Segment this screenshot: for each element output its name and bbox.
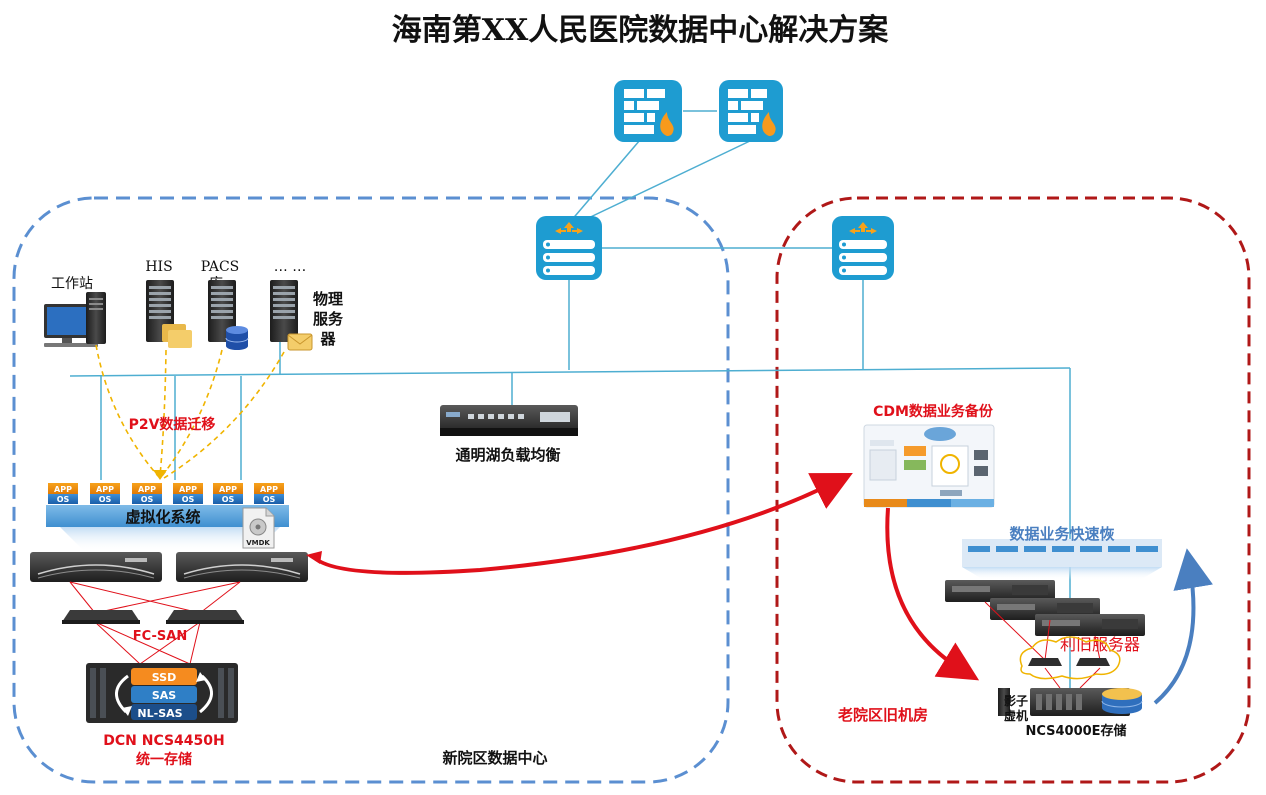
ellipsis-label: … …	[274, 259, 306, 275]
shadow-vm-label: 影子	[1004, 693, 1028, 708]
vm-block: APP OS	[48, 483, 78, 504]
old-dc-links	[984, 601, 1101, 689]
database-icon	[1101, 688, 1143, 714]
svg-text:OS: OS	[222, 495, 235, 504]
p2v-arrowhead	[153, 470, 167, 480]
core-switch-icon	[536, 216, 602, 280]
folder-icon	[162, 324, 192, 348]
svg-text:OS: OS	[182, 495, 195, 504]
load-balancer-device	[440, 405, 578, 436]
tier-ssd: SSD	[152, 671, 176, 684]
fast-restore-bar	[962, 539, 1162, 567]
svg-text:VMDK: VMDK	[246, 539, 270, 547]
shadow-vm-tower	[998, 688, 1010, 716]
firewall-icon	[719, 80, 783, 142]
mail-icon	[287, 333, 313, 351]
svg-text:APP: APP	[96, 485, 114, 494]
load-balancer-label: 通明湖负载均衡	[455, 446, 560, 464]
network-links	[69, 110, 1071, 690]
fc-san-links	[69, 581, 241, 665]
cloud-icon	[1019, 636, 1121, 680]
fc-switch	[62, 610, 140, 624]
tier-sas: SAS	[152, 689, 176, 702]
core-switch-icon	[832, 216, 894, 280]
vm-block: APP OS	[132, 483, 162, 504]
vmdk-file-icon: VMDK	[242, 507, 275, 549]
new-datacenter-label: 新院区数据中心	[442, 749, 547, 767]
svg-text:APP: APP	[138, 485, 156, 494]
physical-server-label-line2: 服务	[313, 310, 344, 328]
ncs4000e-label: NCS4000E存储	[1025, 723, 1126, 739]
pacs-server-icon	[208, 280, 236, 342]
backup-flow-arrow	[310, 473, 853, 575]
small-switch	[1028, 658, 1062, 666]
old-datacenter-label: 老院区旧机房	[837, 706, 928, 724]
vm-block: APP OS	[254, 483, 284, 504]
fast-restore-arrow	[1153, 548, 1213, 705]
his-label: HIS	[145, 259, 172, 275]
pacs-label: PACS	[201, 259, 240, 275]
fc-san-label: FC-SAN	[133, 629, 187, 644]
reused-server	[1035, 614, 1145, 636]
p2v-label: P2V数据迁移	[129, 416, 216, 433]
page-title: 海南第XX人民医院数据中心解决方案	[392, 13, 890, 48]
fast-restore-label: 数据业务快速恢	[1009, 525, 1114, 543]
p2v-migration-arrows	[95, 344, 285, 479]
virtualization-label: 虚拟化系统	[125, 508, 200, 526]
shadow-vm-label-line2: 虚机	[1004, 708, 1028, 723]
firewall-icon	[614, 80, 682, 142]
fast-restore-vm-strip	[968, 546, 1158, 552]
old-datacenter-zone	[775, 196, 1251, 784]
fc-switch	[166, 610, 244, 624]
svg-text:APP: APP	[219, 485, 237, 494]
new-datacenter-zone	[12, 196, 730, 784]
vm-block: APP OS	[90, 483, 120, 504]
workstation-label: 工作站	[51, 276, 93, 292]
fast-restore-beam	[962, 567, 1162, 580]
svg-text:OS: OS	[141, 495, 154, 504]
svg-text:APP: APP	[54, 485, 72, 494]
workstation-icon	[44, 292, 106, 347]
dcn-storage-label-line2: 统一存储	[136, 751, 192, 768]
svg-text:OS: OS	[263, 495, 276, 504]
host-server	[176, 552, 308, 582]
physical-server-label: 物理	[313, 290, 343, 308]
small-switch	[1076, 658, 1110, 666]
physical-server-label-line3: 器	[319, 330, 336, 348]
database-icon	[225, 326, 249, 350]
dcn-storage-label: DCN NCS4450H	[103, 733, 225, 749]
reused-server	[945, 580, 1055, 602]
host-server	[30, 552, 162, 582]
virtualization-bar	[46, 505, 289, 527]
reused-servers-label: 利旧服务器	[1060, 635, 1140, 654]
dcn-storage-device: SSD SAS NL-SAS	[86, 663, 238, 723]
vm-block: APP OS	[213, 483, 243, 504]
svg-text:OS: OS	[99, 495, 112, 504]
tier-nl-sas: NL-SAS	[137, 707, 182, 720]
cdm-label: CDM数据业务备份	[873, 403, 994, 420]
svg-text:APP: APP	[260, 485, 278, 494]
restore-flow-arrow	[885, 507, 980, 681]
vm-block: APP OS	[173, 483, 203, 504]
backup-flow-arrow-tail	[306, 551, 322, 564]
svg-text:APP: APP	[179, 485, 197, 494]
other-server-icon	[270, 280, 298, 342]
virtualization-beam	[60, 527, 280, 552]
cdm-architecture-thumbnail	[863, 424, 995, 508]
svg-text:OS: OS	[57, 495, 70, 504]
